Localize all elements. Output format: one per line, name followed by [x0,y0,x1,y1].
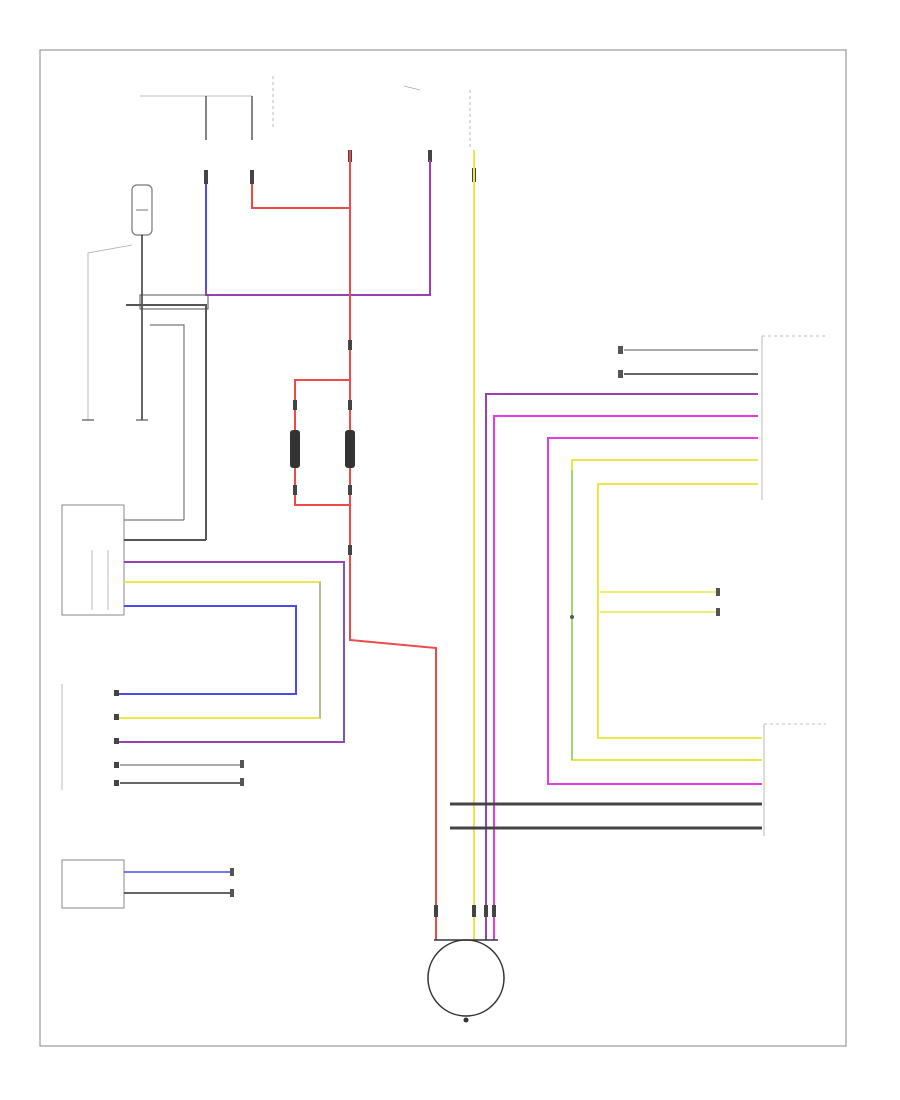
generator-current-sensor [450,723,826,836]
wire-red-fuse-feed [251,150,351,209]
generator [427,905,505,1023]
bcs-box [61,504,125,616]
wire-purple-loop [205,160,431,296]
top-fuse-area [140,76,476,184]
wire-purple-pcm [485,393,758,940]
ipc-box [61,859,125,909]
connector-pin [250,170,254,184]
connector-pin [204,170,208,184]
wire-purple-bcs-sig [118,561,345,743]
powertrain-control-module [618,335,826,500]
body-control-module [61,684,244,790]
connector-pin [428,150,432,162]
wire-yellow-gcm-1 [571,459,762,761]
wire-blue-bcs-sig [118,605,297,695]
wire-yellow-gcm-2 [597,483,762,739]
wire-red-main-trunk [349,160,437,940]
wire-magenta-pcm [493,415,758,940]
generator-icon [427,939,505,1017]
battery [82,184,209,540]
instrument-panel-cluster [61,859,234,909]
fusible-link-2 [345,430,355,468]
wire-yellow-bcs-sig [118,581,321,719]
wire-magenta-gcm [547,437,762,785]
battery-current-sensor [61,504,206,616]
fusible-links [290,340,355,555]
mid-notes [570,588,720,619]
diagram-frame [39,49,847,1047]
fusible-link-1 [290,430,300,468]
